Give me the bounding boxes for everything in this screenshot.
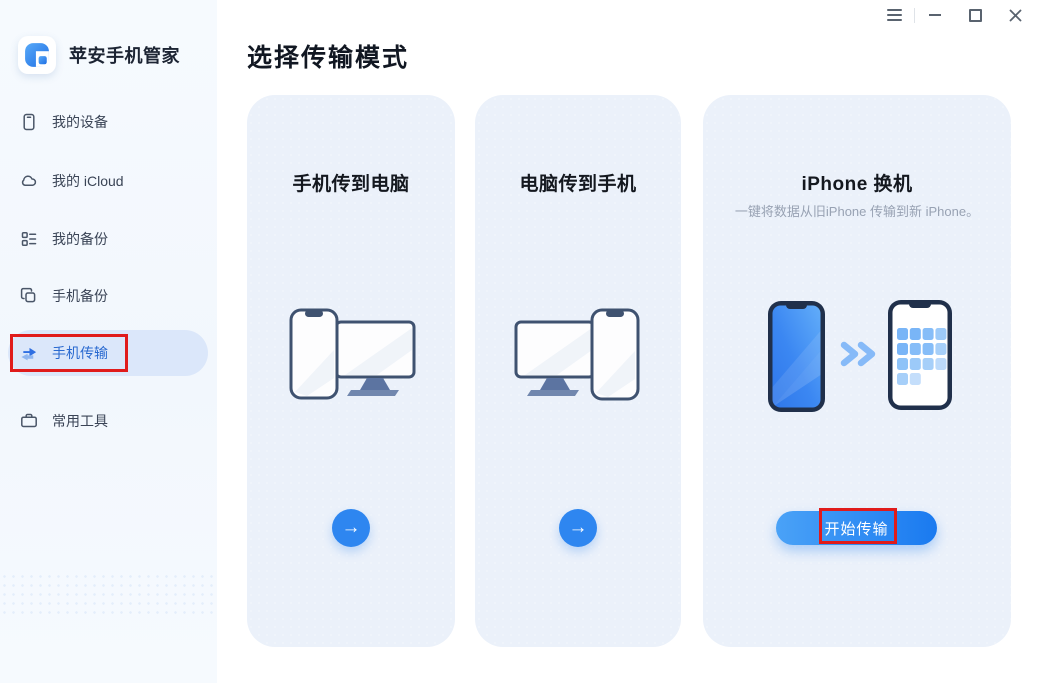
sidebar-item-phone-transfer[interactable]: 手机传输 [8, 330, 208, 376]
controls-divider [914, 7, 915, 23]
card-title: iPhone 换机 [801, 174, 913, 195]
backup-list-icon [20, 230, 38, 248]
transfer-arrow-button[interactable]: → [559, 509, 597, 547]
sidebar-item-label: 我的 iCloud [52, 173, 124, 189]
phone-to-computer-illustration [289, 308, 416, 400]
card-title: 手机传到电脑 [292, 174, 410, 195]
sidebar-item-common-tools[interactable]: 常用工具 [8, 399, 208, 443]
computer-to-phone-illustration [514, 308, 640, 401]
maximize-icon[interactable] [955, 1, 995, 29]
app-brand: 苹安手机管家 [18, 36, 180, 74]
cloud-icon [20, 172, 38, 190]
sidebar-item-my-device[interactable]: 我的设备 [8, 100, 208, 144]
toolbox-icon [20, 412, 38, 430]
sidebar-item-label: 手机传输 [52, 345, 108, 361]
page-title: 选择传输模式 [247, 44, 410, 72]
sidebar-item-my-backups[interactable]: 我的备份 [8, 217, 208, 261]
sidebar-item-label: 常用工具 [52, 413, 108, 429]
hamburger-menu-icon[interactable] [874, 1, 914, 29]
sidebar-texture [0, 572, 217, 620]
iphone-switch-illustration [768, 300, 952, 412]
card-iphone-switch[interactable]: iPhone 换机 一键将数据从旧iPhone 传输到新 iPhone。 [703, 95, 1011, 647]
card-computer-to-phone[interactable]: 电脑传到手机 → [475, 95, 681, 647]
card-title: 电脑传到手机 [519, 174, 637, 195]
arrow-right-icon: → [341, 517, 361, 538]
transfer-arrow-button[interactable]: → [332, 509, 370, 547]
minimize-icon[interactable] [915, 1, 955, 29]
card-subtitle: 一键将数据从旧iPhone 传输到新 iPhone。 [734, 204, 980, 219]
arrow-right-icon: → [568, 517, 588, 538]
sidebar-item-label: 我的备份 [52, 231, 108, 247]
sidebar: 苹安手机管家 我的设备 我的 iCloud [0, 0, 217, 683]
card-phone-to-computer[interactable]: 手机传到电脑 → [247, 95, 455, 647]
phone-backup-icon [20, 287, 38, 305]
sidebar-item-my-icloud[interactable]: 我的 iCloud [8, 159, 208, 203]
start-transfer-button[interactable]: 开始传输 [776, 511, 937, 545]
sidebar-item-label: 手机备份 [52, 288, 108, 304]
sidebar-item-phone-backup[interactable]: 手机备份 [8, 274, 208, 318]
phone-transfer-icon [20, 344, 38, 362]
app-logo-icon [18, 36, 56, 74]
app-title: 苹安手机管家 [69, 46, 180, 66]
window-controls [874, 0, 1035, 30]
sidebar-item-label: 我的设备 [52, 114, 108, 130]
close-icon[interactable] [995, 1, 1035, 29]
phone-icon [20, 113, 38, 131]
